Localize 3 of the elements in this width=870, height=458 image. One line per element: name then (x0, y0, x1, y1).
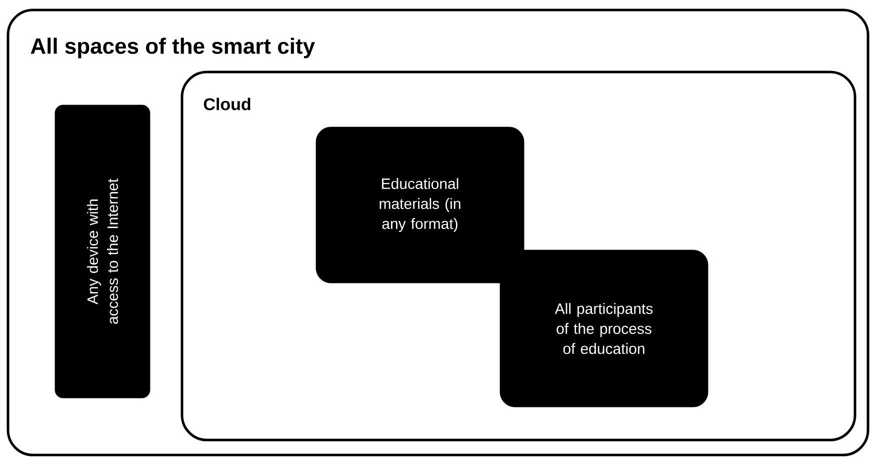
filled-box: Educational materials (in any format) (316, 126, 524, 284)
filled-box: Any device with access to the Internet (54, 104, 150, 398)
filled-box: All participants of the process of education (500, 250, 708, 408)
